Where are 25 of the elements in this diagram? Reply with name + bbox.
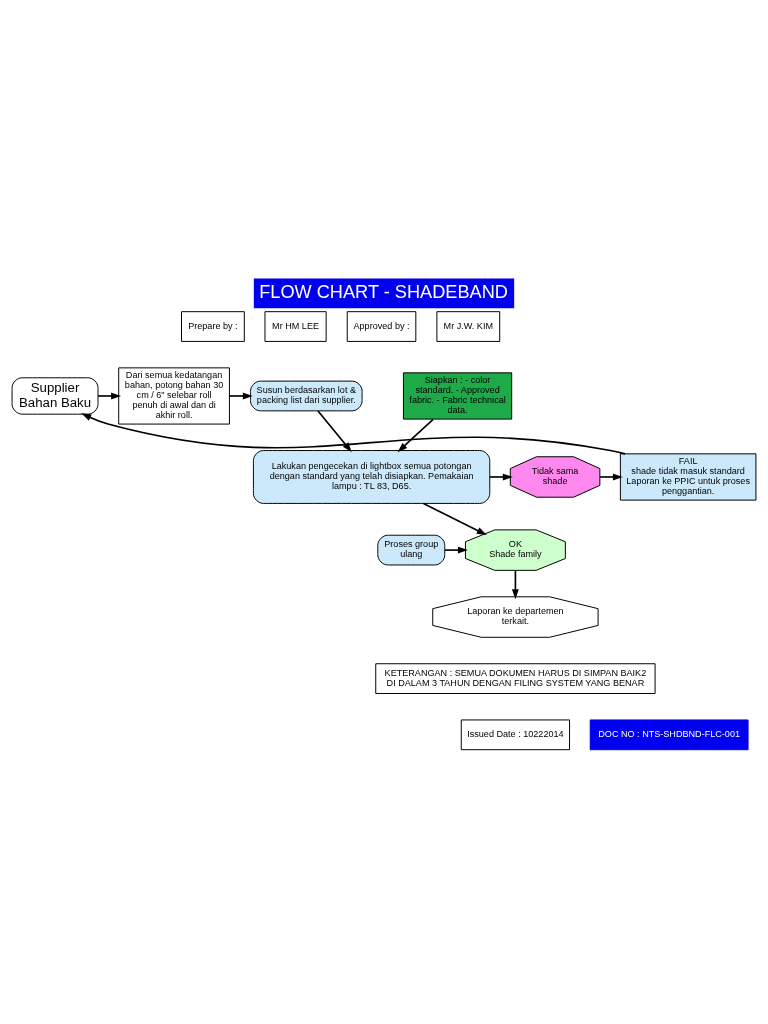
label: DOC NO : NTS-SHDBND-FLC-001 [598, 728, 741, 739]
arrow [81, 412, 626, 455]
arrow [444, 546, 468, 554]
arrow [489, 473, 513, 480]
label: Approved by : [353, 320, 410, 331]
node-box: KETERANGAN : SEMUA DOKUMEN HARUS DI SIMPAN BAIK2 DI DALAM 3 TAHUN DENGAN FILING SYSTEM YANG BENAR [375, 662, 656, 694]
node-box: Proses group ulang [377, 534, 446, 565]
diagram-title: FLOW CHART - SHADEBAND [259, 281, 508, 302]
label: Issued Date : 10222014 [467, 728, 564, 739]
node-box: Lakukan pengecekan di lightbox semua potongan dengan standard yang telah disiapkan. Pemakaian lampu : TL 83, D65. [252, 449, 491, 504]
node-box: FAIL shade tidak masuk standard Laporan ke PPIC untuk proses penggantian. [619, 452, 757, 501]
node-box: Siapkan : - color standard. - Approved fabric. - Fabric technical data. [402, 371, 513, 420]
label: Mr HM LEE [272, 320, 320, 331]
label: Mr J.W. KIM [443, 320, 494, 331]
arrow [317, 409, 352, 452]
arrow [511, 569, 519, 599]
arrow [422, 502, 487, 535]
label: Prepare by : [188, 320, 238, 331]
arrow [397, 418, 434, 452]
arrow [599, 473, 623, 480]
node-box: Supplier Bahan Baku [11, 376, 99, 415]
node-box: Susun berdasarkan lot & packing list dari supplier. [250, 380, 363, 411]
arrow [228, 392, 253, 399]
arrow [97, 392, 122, 399]
node-box: Dari semua kedatangan bahan, potong bahan 30 cm / 6" selebar roll penuh di awal dan di akhir roll. [118, 366, 230, 425]
